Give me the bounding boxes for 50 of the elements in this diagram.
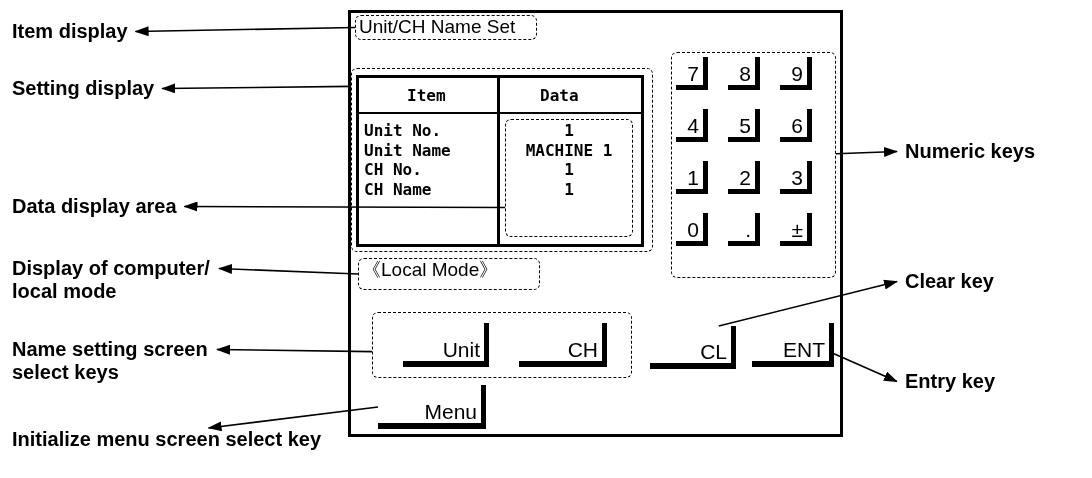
key-button: 7: [676, 57, 708, 90]
leader-arrow: [207, 406, 379, 432]
key-button: 6: [780, 109, 812, 142]
leader-arrow: [718, 279, 898, 327]
leader-arrow: [833, 353, 898, 383]
callout-label: Item display: [12, 20, 136, 43]
key-button: 1: [676, 161, 708, 194]
key-button: .: [728, 213, 760, 246]
callout-label: Clear key: [897, 270, 994, 293]
mode-indicator: 《Local Mode》: [358, 258, 540, 290]
data-value: MACHINE 1: [525, 140, 613, 160]
callout-label: Numeric keys: [897, 140, 1036, 163]
data-value: 1: [564, 179, 574, 199]
key-button: CL: [650, 326, 736, 369]
key-button: Menu: [378, 385, 486, 429]
keypad-frame: [671, 52, 836, 278]
key-button: Unit: [403, 323, 489, 367]
row-label: Unit No.: [364, 121, 442, 140]
key-button: ±: [780, 213, 812, 246]
callout-label: Display of computer/ local mode: [12, 257, 219, 303]
key-button: 3: [780, 161, 812, 194]
key-group-frame: [372, 312, 632, 378]
data-display-area: [505, 119, 633, 237]
key-button: 9: [780, 57, 812, 90]
key-button: 5: [728, 109, 760, 142]
column-header: Data: [540, 86, 579, 105]
leader-arrow: [183, 201, 506, 212]
screen-title: Unit/CH Name Set: [355, 15, 537, 40]
callout-label: Data display area: [12, 195, 185, 218]
data-value: 1: [564, 121, 574, 140]
column-header: Item: [407, 86, 446, 105]
key-button: CH: [519, 323, 607, 367]
leader-arrow: [216, 344, 373, 355]
key-button: 2: [728, 161, 760, 194]
key-button: 8: [728, 57, 760, 90]
row-label: CH No.: [364, 160, 422, 179]
callout-label: Name setting screen select keys: [12, 338, 217, 384]
key-button: 4: [676, 109, 708, 142]
key-button: 0: [676, 213, 708, 246]
leader-arrow: [835, 146, 898, 157]
callout-label: Setting display: [12, 77, 163, 100]
screen-panel: [348, 10, 843, 437]
callout-label: Entry key: [897, 370, 996, 393]
leader-arrow: [134, 26, 356, 37]
row-label: CH Name: [364, 179, 432, 199]
row-label: Unit Name: [364, 140, 451, 160]
callout-label: Initialize menu screen select key: [12, 428, 330, 451]
key-button: ENT: [752, 323, 834, 367]
leader-arrow: [218, 264, 359, 275]
data-value: 1: [564, 160, 574, 179]
